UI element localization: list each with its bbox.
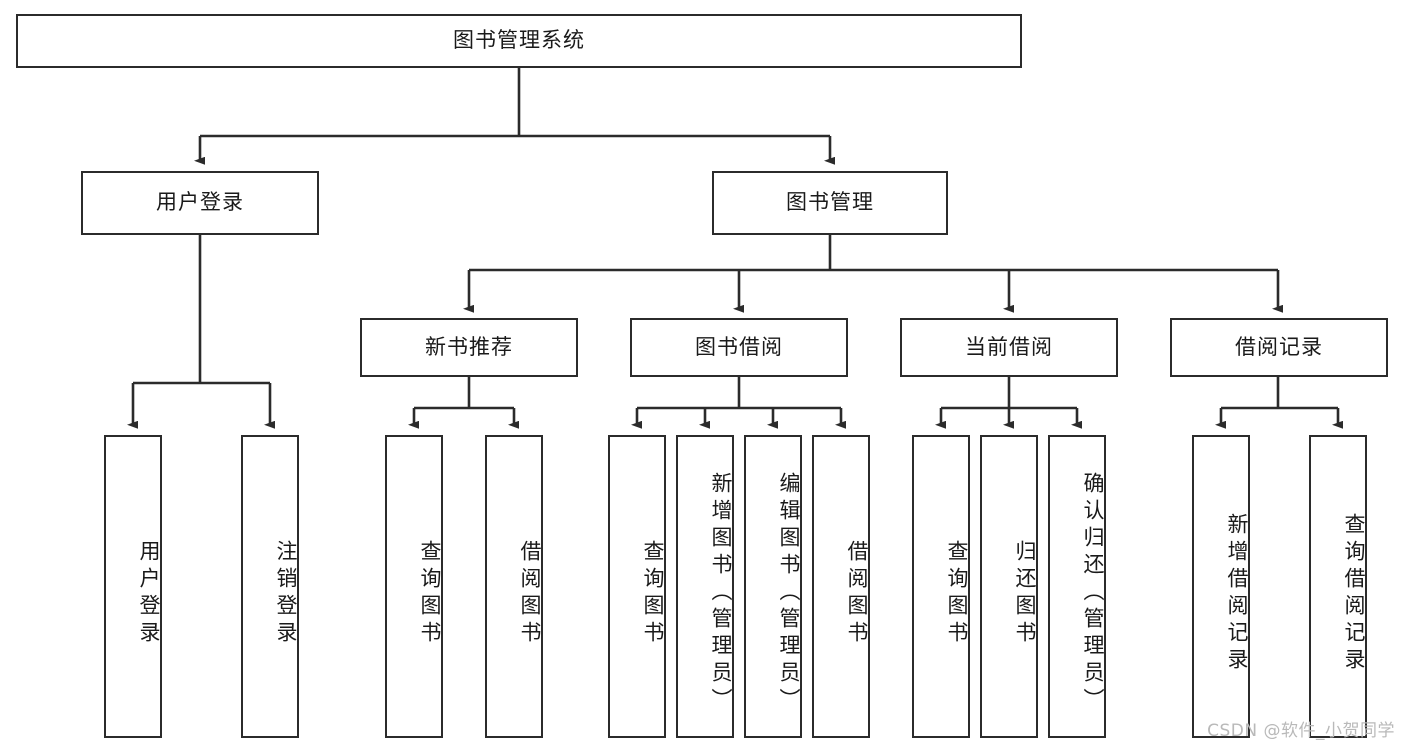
leaf-label: 新增借阅记录: [1225, 512, 1249, 675]
leaf-query-book-1[interactable]: 查询图书: [385, 435, 443, 738]
leaf-return-book[interactable]: 归还图书: [980, 435, 1038, 738]
leaf-add-record[interactable]: 新增借阅记录: [1192, 435, 1250, 738]
leaf-label: 查询借阅记录: [1342, 512, 1366, 675]
csdn-watermark: CSDN @软件_小贺同学: [1207, 721, 1395, 741]
leaf-label: 查询图书: [641, 539, 665, 648]
leaf-label: 新增图书（管理员）: [709, 472, 733, 715]
node-root-system[interactable]: 图书管理系统: [16, 14, 1022, 68]
leaf-label: 编辑图书（管理员）: [777, 472, 801, 715]
leaf-label: 用户登录: [137, 539, 161, 648]
node-user-login[interactable]: 用户登录: [81, 171, 319, 235]
leaf-borrow-book-1[interactable]: 借阅图书: [485, 435, 543, 738]
leaf-user-login[interactable]: 用户登录: [104, 435, 162, 738]
node-borrow-record[interactable]: 借阅记录: [1170, 318, 1388, 377]
leaf-label: 查询图书: [945, 539, 969, 648]
leaf-label: 查询图书: [418, 539, 442, 648]
node-book-management[interactable]: 图书管理: [712, 171, 948, 235]
leaf-query-record[interactable]: 查询借阅记录: [1309, 435, 1367, 738]
leaf-label: 借阅图书: [518, 539, 542, 648]
node-book-borrow[interactable]: 图书借阅: [630, 318, 848, 377]
leaf-borrow-book-2[interactable]: 借阅图书: [812, 435, 870, 738]
leaf-label: 借阅图书: [845, 539, 869, 648]
leaf-edit-book[interactable]: 编辑图书（管理员）: [744, 435, 802, 738]
leaf-logout-login[interactable]: 注销登录: [241, 435, 299, 738]
node-new-book-recommend[interactable]: 新书推荐: [360, 318, 578, 377]
leaf-label: 确认归还（管理员）: [1081, 472, 1105, 715]
leaf-label: 注销登录: [274, 539, 298, 648]
leaf-label: 归还图书: [1013, 539, 1037, 648]
leaf-confirm-return[interactable]: 确认归还（管理员）: [1048, 435, 1106, 738]
node-current-borrow[interactable]: 当前借阅: [900, 318, 1118, 377]
leaf-query-book-3[interactable]: 查询图书: [912, 435, 970, 738]
leaf-add-book[interactable]: 新增图书（管理员）: [676, 435, 734, 738]
leaf-query-book-2[interactable]: 查询图书: [608, 435, 666, 738]
